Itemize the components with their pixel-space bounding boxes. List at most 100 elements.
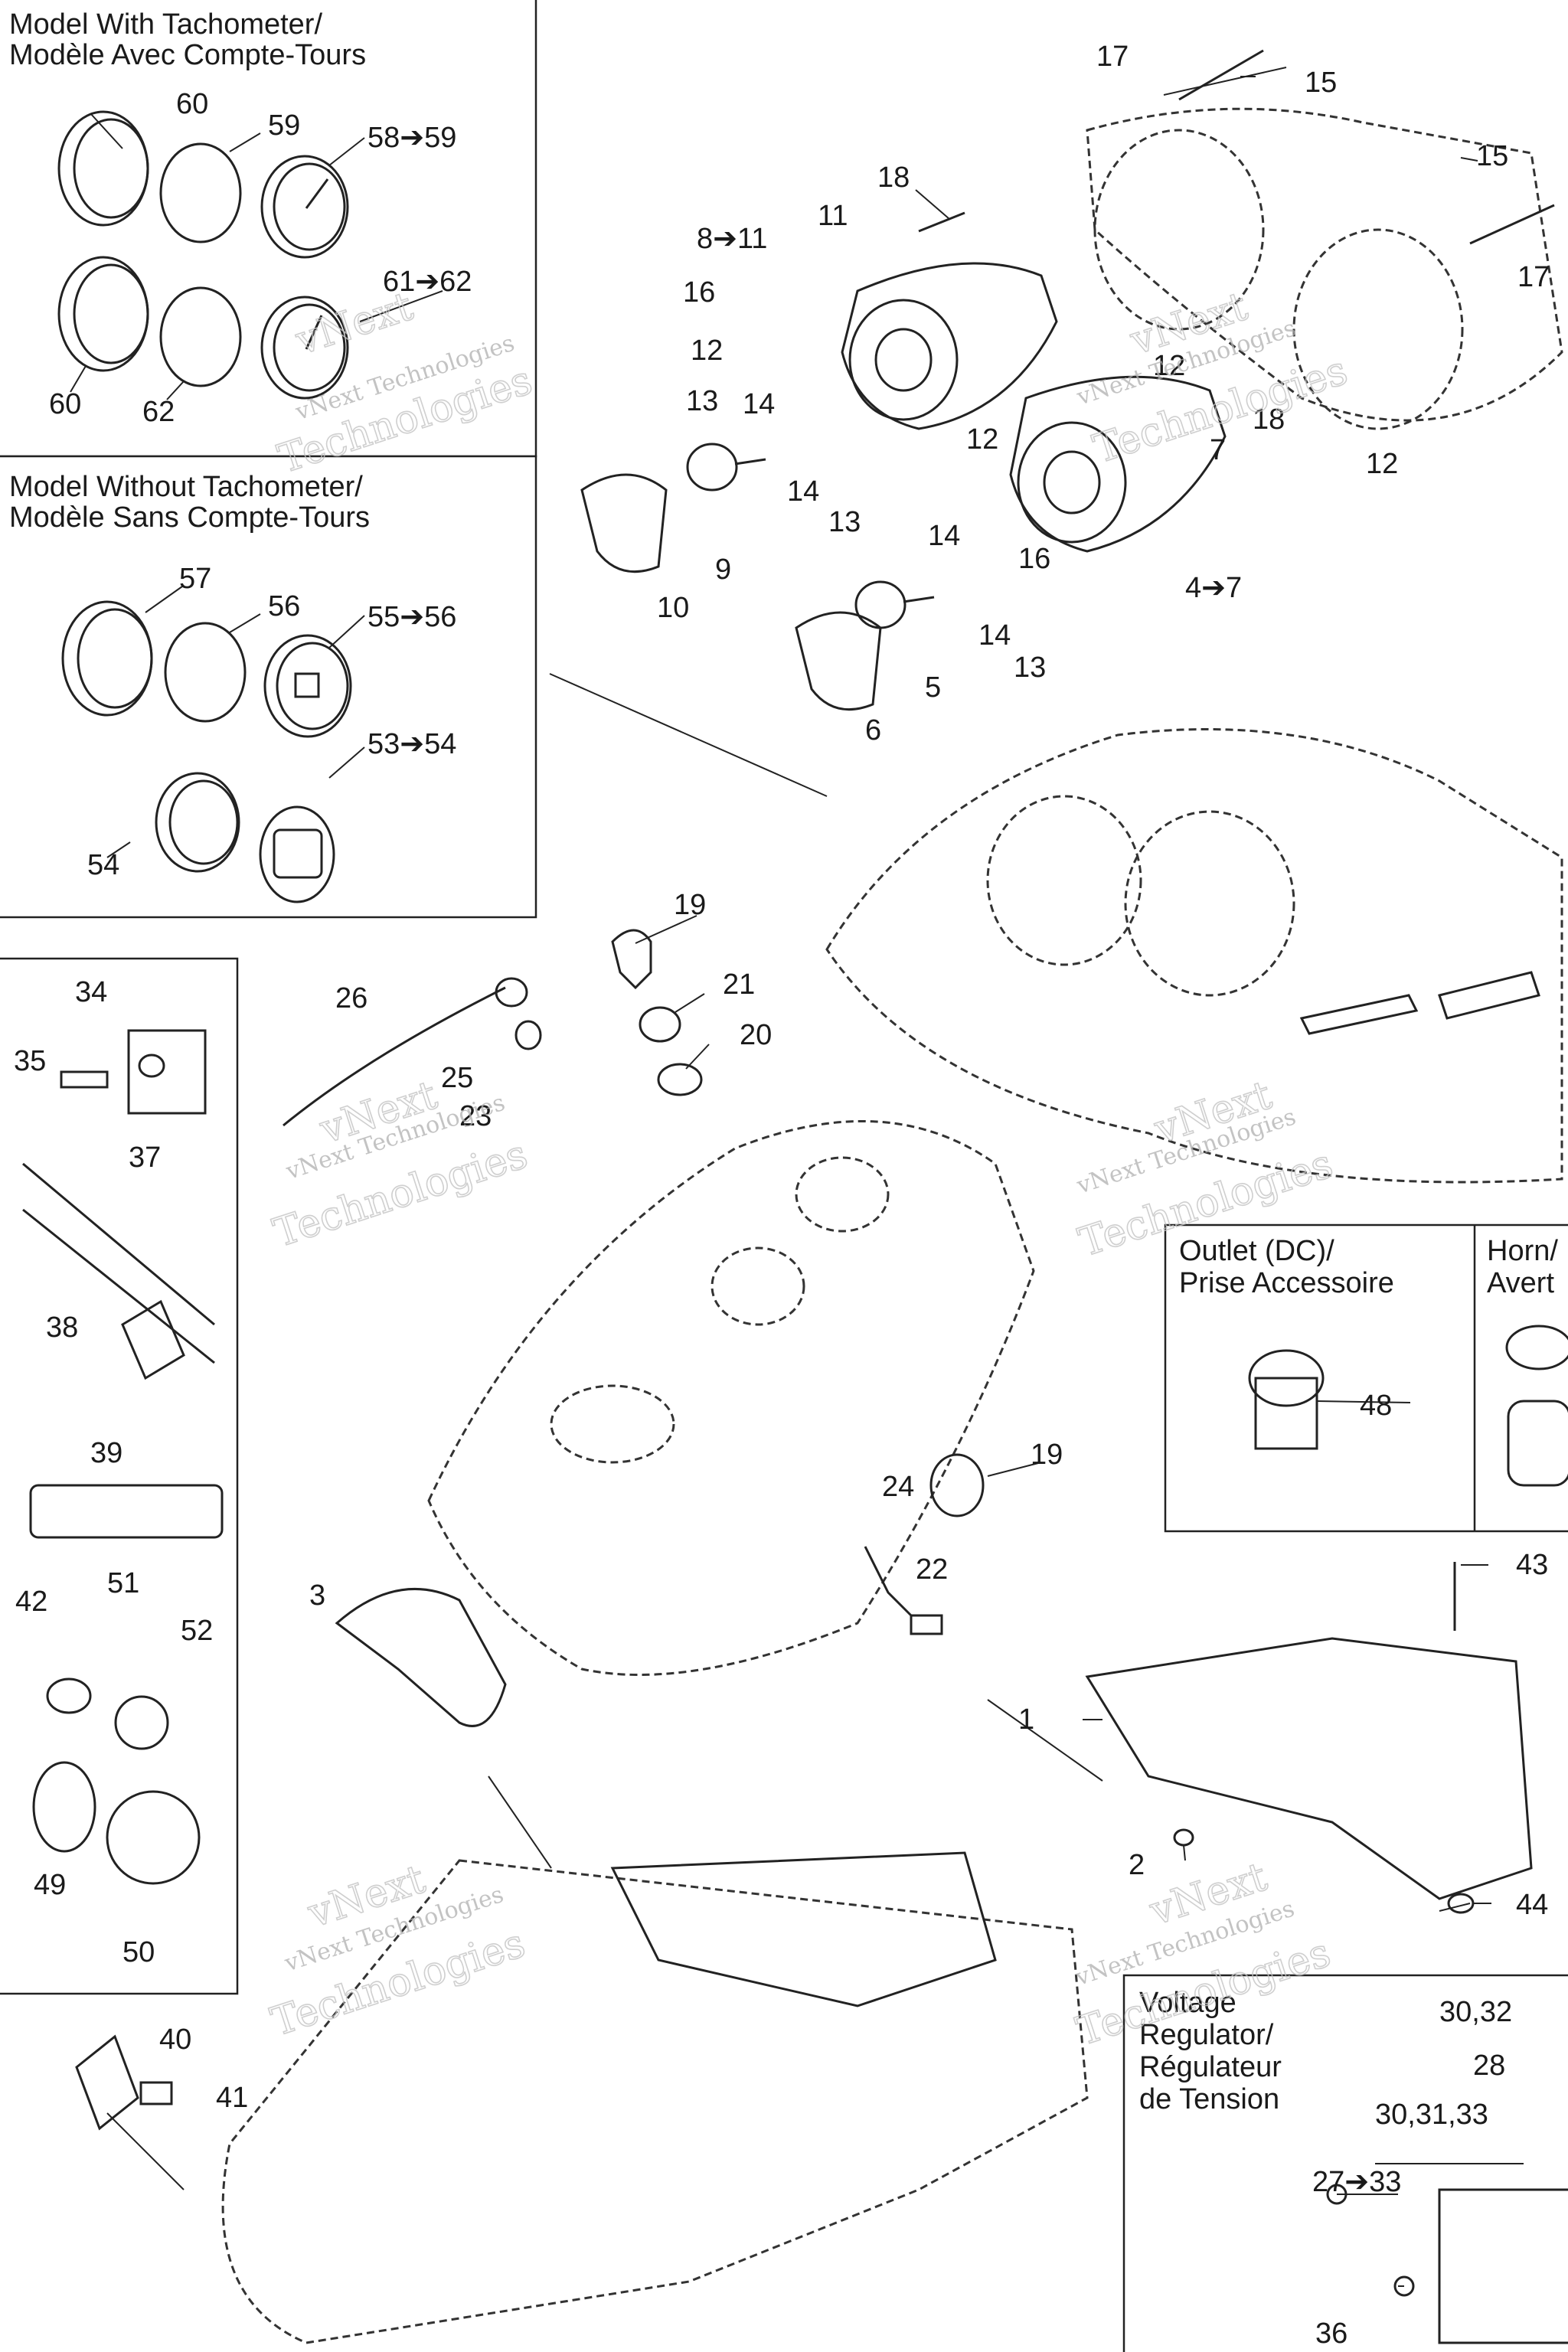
callout-label: 16 [1018,543,1050,575]
bolt-part [1469,204,1555,245]
callout-label: 53➔54 [368,728,456,760]
console-opening [795,1156,890,1233]
svg-text:Technologies: Technologies [268,1132,533,1256]
clamp-part [114,1695,169,1750]
callout-label: 17 [1517,261,1550,293]
grommet-part [657,1063,703,1096]
callout-label: 19 [1031,1439,1063,1471]
panel-title: Regulator/ [1139,2019,1274,2051]
wire-part [864,1546,913,1617]
tether-cord-part [283,986,506,1127]
callout-label: 24 [882,1471,914,1503]
callout-label: 17 [1096,41,1129,73]
callout-label: 12 [966,423,998,456]
leader-lines [70,67,1524,2287]
heat-shield-part [335,1587,507,1727]
connector-part [910,1614,943,1635]
cap-part [639,1006,681,1043]
panel-title: Modèle Sans Compte-Tours [9,501,370,534]
callout-label: 48 [1360,1390,1392,1422]
callout-label: 27➔33 [1312,2166,1401,2198]
gauge-part [260,155,349,400]
screw-part [60,1070,109,1089]
leader-arrow [106,2112,185,2190]
callout-label: 18 [877,162,910,194]
support-part [610,1851,997,2007]
panel-title: Outlet (DC)/ [1179,1235,1334,1267]
callout-label: 13 [1014,652,1046,684]
panel-title: Modèle Avec Compte-Tours [9,39,366,71]
callout-label: 34 [75,976,107,1008]
callout-label: 23 [459,1100,492,1132]
panel-without-tachometer [0,455,537,919]
callout-label: 62 [142,396,175,428]
hose-part [22,1162,215,1326]
callout-label: 1 [1018,1704,1034,1736]
panel-title: de Tension [1139,2083,1279,2115]
callout-label: 30,31,33 [1375,2099,1488,2131]
callout-label: 22 [916,1553,948,1586]
fairing-frame-part [1086,107,1563,430]
bracket-hole [138,1054,165,1078]
callout-label: 16 [683,276,715,309]
callout-label: 50 [122,1936,155,1968]
hose-part [22,1208,215,1364]
callout-label: 55➔56 [368,601,456,633]
callout-label: 9 [715,554,731,586]
lens-part [164,622,247,723]
callout-label: 26 [335,982,368,1014]
panel-title: Model With Tachometer/ [9,8,322,41]
callout-label: 58➔59 [368,122,456,154]
callout-label: 7 [1210,434,1226,466]
panel-title: Régulateur [1139,2051,1282,2083]
vent-slot [1299,994,1419,1035]
key-part [611,929,652,990]
callout-label: 52 [181,1615,213,1647]
watermark: vNext vNext Technologies Technologies [267,1072,533,1257]
callout-label: 54 [87,849,119,881]
callout-label: 14 [743,388,775,420]
frame-part [221,1859,1089,2344]
callout-label: 25 [441,1062,473,1094]
callout-label: 42 [15,1586,47,1618]
clamp-part [32,1761,96,1853]
bracket-part [127,1029,207,1115]
callout-label: 38 [46,1312,78,1344]
callout-label: 5 [925,671,941,704]
callout-label: 8➔11 [697,223,767,255]
panel-title: Voltage [1139,1987,1236,2019]
console-opening [710,1246,805,1326]
gauge-opening [986,795,1142,966]
callout-label: 49 [34,1869,66,1901]
bolt-part [1178,49,1264,101]
callout-label: 39 [90,1437,122,1469]
callout-label: 56 [268,590,300,622]
bezel-ring-part [61,600,240,873]
callout-label: 36 [1315,2318,1348,2350]
bezel-ring-part [57,110,149,372]
callout-label: 60 [49,388,81,420]
callouts: 60 59 58➔59 61➔62 60 62 57 56 55➔56 53➔5… [14,41,1550,2350]
callout-label: 10 [657,592,689,624]
horn-part [1505,1325,1568,1370]
voltage-regulator-part [1438,2188,1568,2344]
tether-cap-part [514,1020,542,1050]
callout-label: 19 [674,889,706,921]
callout-label: 51 [107,1567,139,1599]
callout-label: 60 [176,88,208,120]
gauge-opening [1124,810,1295,997]
clip-part [121,1299,185,1380]
callout-label: 40 [159,2024,191,2056]
dust-cover-part [580,473,882,711]
callout-label: 37 [129,1142,161,1174]
callout-label: 13 [828,506,861,538]
bolt-part [1393,2275,1415,2297]
callout-label: 28 [1473,2050,1505,2082]
callout-label: 41 [216,2082,248,2114]
horn-part [1507,1400,1568,1487]
panel-title: Horn/ [1487,1235,1558,1267]
callout-label: 61➔62 [383,266,472,298]
callout-label: 15 [1305,67,1337,99]
callout-label: 6 [865,714,881,746]
